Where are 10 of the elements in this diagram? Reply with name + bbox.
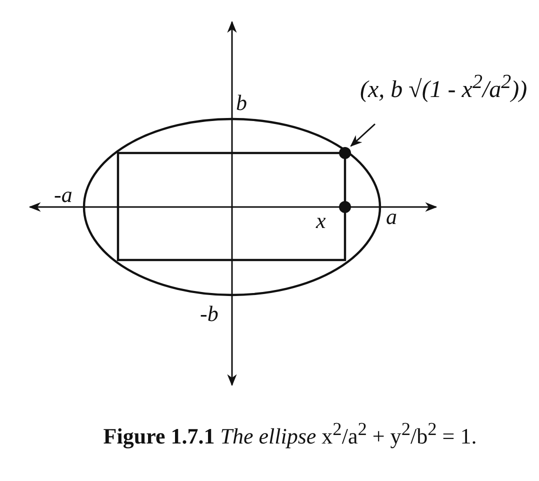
point-dot bbox=[339, 147, 351, 159]
point-coordinates: (x, b √(1 - x$^{2}$/a$^{2}$)) bbox=[360, 52, 528, 122]
axis-label: b bbox=[236, 92, 247, 114]
point-dot bbox=[339, 201, 351, 213]
axis-label: a bbox=[386, 206, 397, 228]
axis-label: -b bbox=[200, 303, 218, 325]
figure-caption: Figure 1.7.1 The ellipse x$^{2}$/a$^{2}$ + y$^{2}$/b$^{2}$ = 1. bbox=[102, 420, 478, 448]
leader-arrow bbox=[350, 123, 376, 147]
axis-label: x bbox=[316, 210, 326, 232]
axis-label: -a bbox=[54, 184, 72, 206]
